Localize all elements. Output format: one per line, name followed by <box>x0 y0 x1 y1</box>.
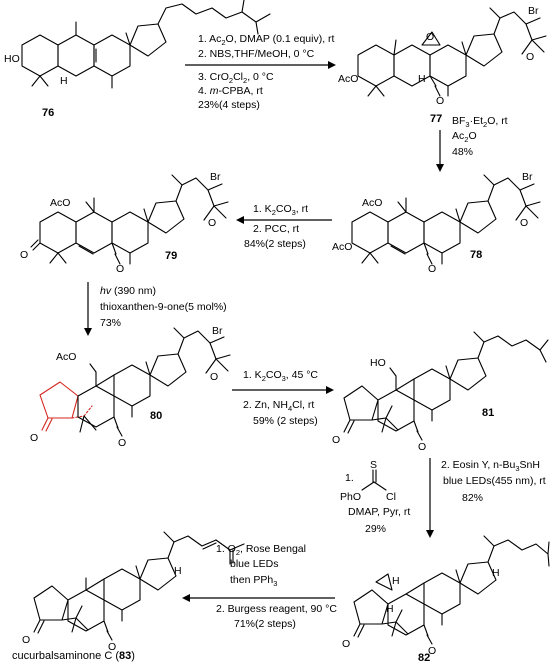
arrowhead-80-81 <box>326 386 334 394</box>
atom-aco-80: AcO <box>56 351 76 363</box>
atom-o-83-a: O <box>22 634 30 646</box>
arrowhead-81-82 <box>426 530 434 538</box>
atom-h-82-a: H <box>392 575 400 587</box>
label-83: cucurbalsaminone C (83) <box>12 650 135 662</box>
label-82: 82 <box>418 652 430 663</box>
step1-line2: 2. NBS,THF/MeOH, 0 °C <box>198 48 315 60</box>
atom-o-83-b: O <box>108 641 116 653</box>
step6-right-line1: 2. Eosin Y, n-Bu3SnH <box>441 459 540 473</box>
atom-h-76: H <box>60 75 68 87</box>
arrowhead-78-79 <box>236 216 244 224</box>
step3-line2: 2. PCC, rt <box>253 223 299 235</box>
arrowhead-82-83 <box>182 594 190 602</box>
atom-aco-78-top: AcO <box>362 197 382 209</box>
step3-line3: 84%(2 steps) <box>244 238 306 250</box>
atom-o-methoxy-78: O <box>520 217 528 229</box>
atom-aco-78-bottom: AcO <box>332 241 352 253</box>
atom-o-81-a: O <box>332 434 340 446</box>
reagent-pho: PhO <box>340 491 361 503</box>
step6-right-line3: 82% <box>462 492 483 504</box>
atom-o-ketone-77: O <box>436 95 444 107</box>
atom-o-81-b: O <box>418 441 426 453</box>
atom-o-79-b: O <box>116 263 124 275</box>
step6-left-line2: DMAP, Pyr, rt <box>348 506 410 518</box>
atom-o-79-a: O <box>20 249 28 261</box>
atom-o-82-a: O <box>342 638 350 650</box>
step6-left-num: 1. <box>345 472 354 484</box>
step6-left-line3: 29% <box>365 523 386 535</box>
step4-line1: hv (390 nm) <box>100 285 156 297</box>
step5-line1: 1. K2CO3, 45 °C <box>243 369 318 383</box>
reagent-cl: Cl <box>386 491 396 503</box>
molecule-82 <box>353 535 550 645</box>
label-80: 80 <box>150 410 162 422</box>
step6-right-line2: blue LEDs(455 nm), rt <box>443 475 546 487</box>
atom-aco-79: AcO <box>50 197 70 209</box>
label-81: 81 <box>482 407 494 419</box>
atom-h-77: H <box>418 73 426 85</box>
label-78: 78 <box>470 249 482 261</box>
molecule-80 <box>39 327 231 437</box>
arrowhead-77-78 <box>436 164 444 172</box>
molecule-77 <box>357 7 547 97</box>
step1-line1: 1. Ac2O, DMAP (0.1 equiv), rt <box>198 33 335 47</box>
atom-br-80: Br <box>212 325 223 337</box>
atom-o-80-a: O <box>30 432 38 444</box>
atom-br-78: Br <box>522 171 533 183</box>
step5-line3: 59% (2 steps) <box>253 415 318 427</box>
step1-line5: 23%(4 steps) <box>198 99 260 111</box>
step4-line3: 73% <box>100 317 121 329</box>
step7-line5: 71%(2 steps) <box>234 618 296 630</box>
atom-aco-77: AcO <box>338 73 358 85</box>
atom-o-77: O <box>426 31 434 43</box>
label-79: 79 <box>165 250 177 262</box>
step2-line3: 48% <box>452 146 473 158</box>
atom-ho-81: HO <box>370 357 386 369</box>
atom-o-78: O <box>428 263 436 275</box>
step2-line2: Ac2O <box>452 130 477 144</box>
arrowhead-76-77 <box>328 61 336 69</box>
step1-line4: 4. m-CPBA, rt <box>198 85 263 97</box>
molecule-79 <box>30 174 229 265</box>
reagent-s: S <box>370 459 377 471</box>
molecule-76 <box>21 0 271 89</box>
atom-br-79: Br <box>210 171 221 183</box>
step2-line1: BF3·Et2O, rt <box>452 115 508 129</box>
step1-line3: 3. CrO2Cl2, 0 °C <box>198 71 274 85</box>
step7-line3: then PPh3 <box>230 574 277 588</box>
molecule-78 <box>351 174 541 265</box>
step7-line1: 1. O2, Rose Bengal <box>216 543 306 557</box>
step5-line2: 2. Zn, NH4Cl, rt <box>243 399 314 413</box>
step4-line2: thioxanthen-9-one(5 mol%) <box>100 301 227 313</box>
arrowhead-79-80 <box>84 328 92 336</box>
step7-line2: blue LEDs <box>230 558 278 570</box>
atom-o-methoxy-79: O <box>208 217 216 229</box>
atom-o-82-b: O <box>428 645 436 657</box>
atom-o-methoxy-80: O <box>210 371 218 383</box>
atom-o-methoxy-77: O <box>526 51 534 63</box>
atom-br-77: Br <box>528 5 539 17</box>
atom-ho-76: HO <box>4 53 20 65</box>
molecule-81 <box>343 331 549 441</box>
atom-o-80-b: O <box>118 437 126 449</box>
molecule-83 <box>33 531 245 641</box>
thiocarbonate-reagent <box>361 469 387 491</box>
step7-line4: 2. Burgess reagent, 90 °C <box>216 603 337 615</box>
label-77: 77 <box>430 113 442 125</box>
atom-h-82-b: H <box>386 603 394 615</box>
step3-line1: 1. K2CO3, rt <box>253 203 308 217</box>
atom-h-83: H <box>174 565 182 577</box>
label-76: 76 <box>42 107 54 119</box>
atom-h-82-c: H <box>492 567 500 579</box>
